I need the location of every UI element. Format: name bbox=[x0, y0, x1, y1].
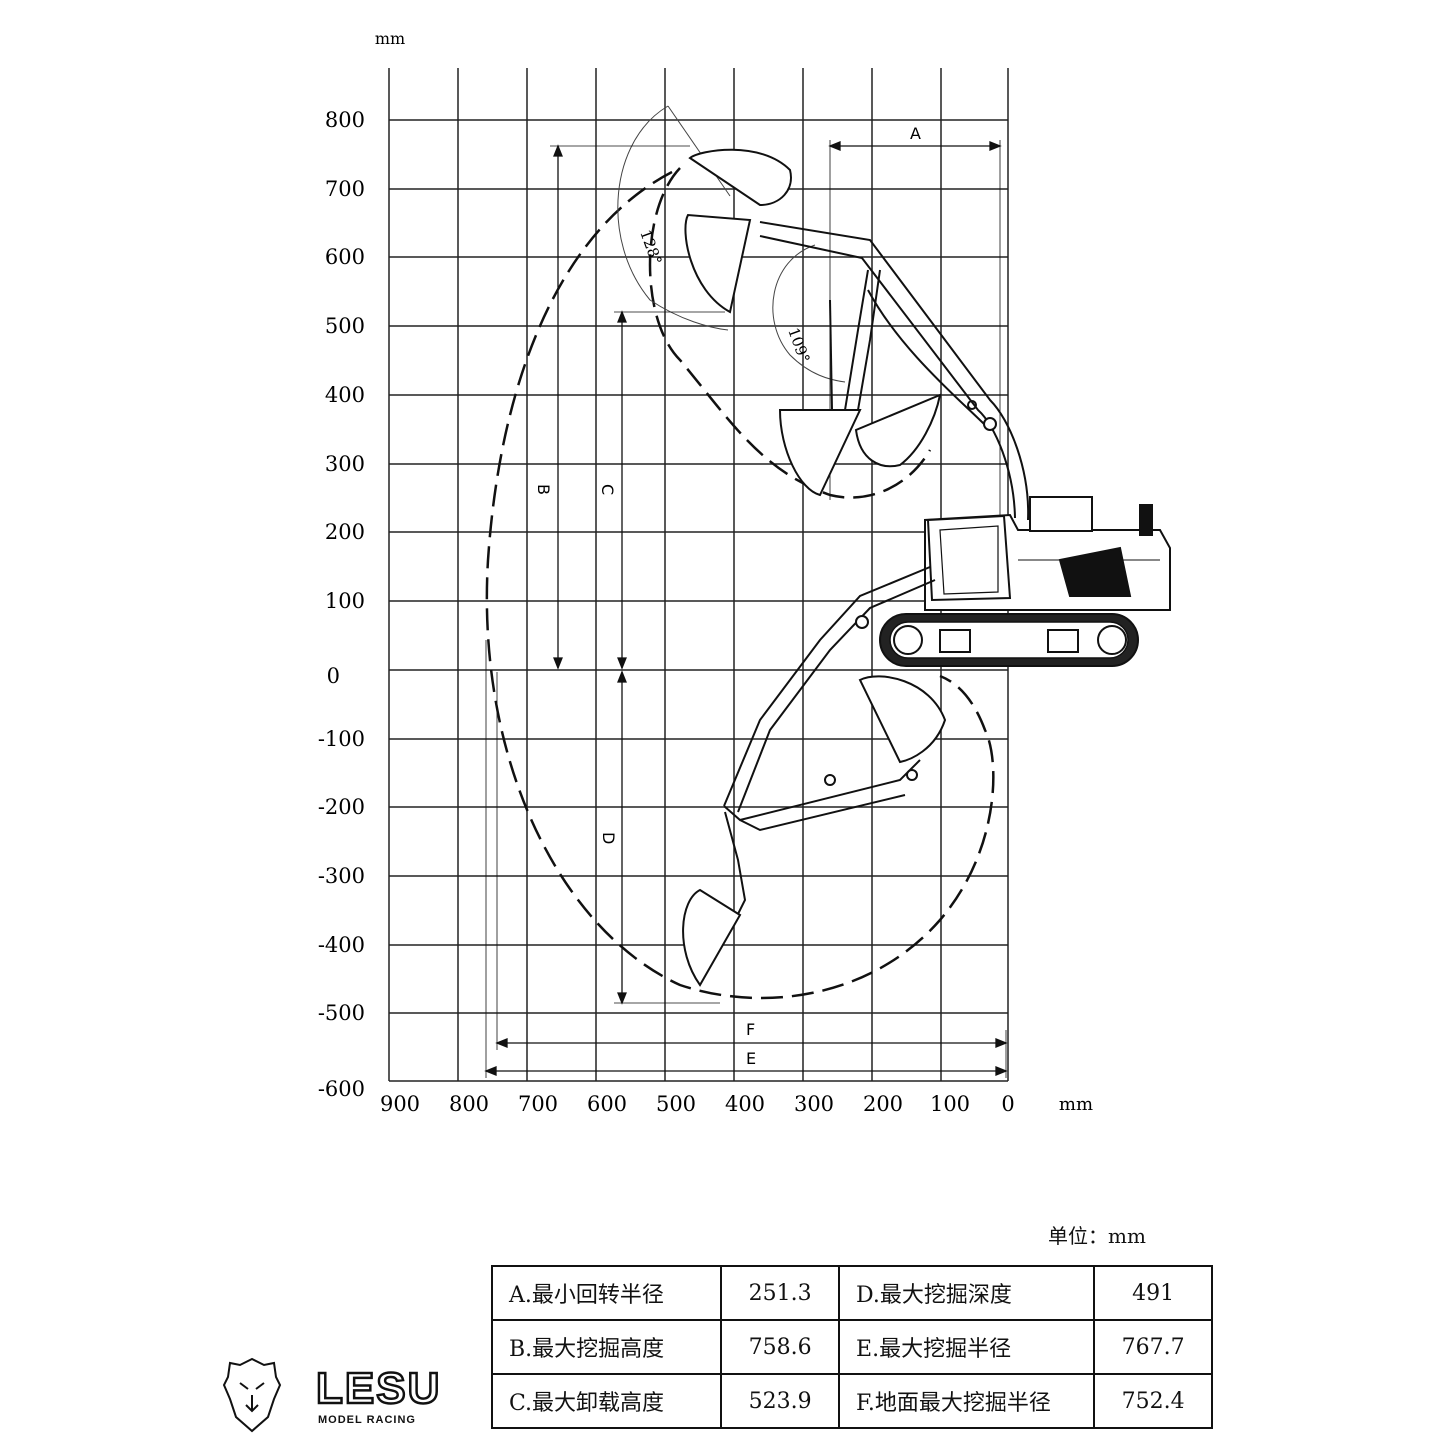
y-tick-label: 0 bbox=[327, 664, 340, 688]
unit-label: 单位：mm bbox=[1048, 1224, 1146, 1248]
spec-table: A.最小回转半径 251.3 D.最大挖掘深度 491 B.最大挖掘高度 758… bbox=[490, 1265, 1213, 1429]
y-tick-label: -400 bbox=[318, 933, 365, 957]
x-tick-label: 300 bbox=[794, 1092, 834, 1116]
lesu-logo: LESU MODEL RACING bbox=[222, 1357, 441, 1433]
x-tick-label: 900 bbox=[380, 1092, 420, 1116]
spec-value: 491 bbox=[1093, 1265, 1213, 1321]
excavator-arm-raised bbox=[684, 148, 1030, 521]
x-tick-labels: 900 800 700 600 500 400 300 200 100 0 bbox=[380, 1092, 1015, 1116]
y-tick-label: -600 bbox=[318, 1077, 365, 1101]
dim-label-c: C bbox=[598, 484, 617, 495]
x-tick-label: 700 bbox=[518, 1092, 558, 1116]
y-tick-label: -500 bbox=[318, 1001, 365, 1025]
spec-value: 251.3 bbox=[720, 1265, 841, 1321]
y-axis-unit: mm bbox=[375, 29, 405, 48]
dim-label-b: B bbox=[534, 484, 553, 495]
x-tick-label: 100 bbox=[930, 1092, 970, 1116]
x-tick-label: 600 bbox=[587, 1092, 627, 1116]
brand-tagline: MODEL RACING bbox=[318, 1414, 416, 1426]
table-row: B.最大挖掘高度 758.6 E.最大挖掘半径 767.7 bbox=[490, 1319, 1213, 1375]
y-tick-label: 100 bbox=[325, 589, 365, 613]
x-tick-label: 800 bbox=[449, 1092, 489, 1116]
y-tick-label: 500 bbox=[325, 314, 365, 338]
y-tick-label: -100 bbox=[318, 727, 365, 751]
spec-value: 523.9 bbox=[720, 1373, 841, 1429]
x-tick-label: 400 bbox=[725, 1092, 765, 1116]
spec-label: B.最大挖掘高度 bbox=[490, 1319, 723, 1375]
x-tick-label: 200 bbox=[863, 1092, 903, 1116]
table-row: A.最小回转半径 251.3 D.最大挖掘深度 491 bbox=[490, 1265, 1213, 1321]
dimension-lines bbox=[484, 140, 1008, 1078]
y-tick-label: 800 bbox=[325, 108, 365, 132]
spec-label: D.最大挖掘深度 bbox=[838, 1265, 1096, 1321]
spec-value: 752.4 bbox=[1093, 1373, 1213, 1429]
excavator-body bbox=[879, 496, 1171, 667]
x-tick-label: 0 bbox=[1001, 1092, 1014, 1116]
angle-arcs bbox=[617, 105, 846, 383]
y-tick-label: 600 bbox=[325, 245, 365, 269]
table-row: C.最大卸载高度 523.9 F.地面最大挖掘半径 752.4 bbox=[490, 1373, 1213, 1429]
spec-value: 767.7 bbox=[1093, 1319, 1213, 1375]
brand-wordmark: LESU bbox=[316, 1364, 441, 1413]
y-tick-label: 300 bbox=[325, 452, 365, 476]
y-tick-labels: 800 700 600 500 400 300 200 100 0 -100 -… bbox=[318, 108, 365, 1101]
bucket-angle-label: 128° bbox=[636, 227, 665, 267]
y-tick-label: 400 bbox=[325, 383, 365, 407]
boom-angle-label: 109° bbox=[784, 325, 813, 365]
y-tick-label: 200 bbox=[325, 520, 365, 544]
y-tick-label: 700 bbox=[325, 177, 365, 201]
working-range-diagram: mm mm 800 700 600 500 400 300 200 100 0 … bbox=[318, 29, 1171, 1116]
excavator-arm-lowered bbox=[682, 566, 947, 987]
y-tick-label: -200 bbox=[318, 795, 365, 819]
x-axis-unit: mm bbox=[1059, 1094, 1093, 1115]
dim-label-f: F bbox=[746, 1020, 755, 1039]
working-envelope bbox=[485, 167, 995, 1000]
dimension-labels: A B C D F E bbox=[534, 124, 921, 1068]
spec-label: A.最小回转半径 bbox=[490, 1265, 723, 1321]
y-tick-label: -300 bbox=[318, 864, 365, 888]
spec-label: C.最大卸载高度 bbox=[490, 1373, 723, 1429]
x-tick-label: 500 bbox=[656, 1092, 696, 1116]
dim-label-d: D bbox=[599, 832, 618, 844]
spec-label: F.地面最大挖掘半径 bbox=[838, 1373, 1096, 1429]
dim-label-e: E bbox=[746, 1049, 756, 1068]
spec-value: 758.6 bbox=[720, 1319, 841, 1375]
dim-label-a: A bbox=[910, 124, 921, 143]
lion-emblem-icon bbox=[222, 1357, 282, 1433]
spec-label: E.最大挖掘半径 bbox=[838, 1319, 1096, 1375]
